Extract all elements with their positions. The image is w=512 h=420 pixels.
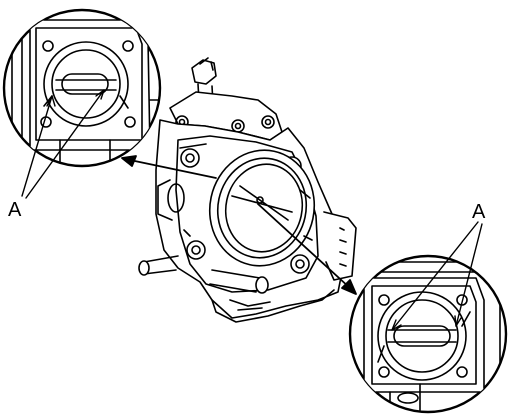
- right-label-leaders: [391, 221, 483, 331]
- right-pointer-arrow: [257, 203, 351, 289]
- right-detail-view: [350, 261, 501, 412]
- left-callout-label: A: [8, 199, 22, 221]
- right-arrowhead: [341, 279, 357, 295]
- left-pointer-arrow: [129, 159, 217, 179]
- left-detail-view: [11, 10, 160, 166]
- left-detail-callout: A: [2, 8, 162, 221]
- left-arrowhead: [121, 155, 137, 167]
- right-detail-callout: A: [348, 201, 508, 414]
- throttle-body: [138, 57, 357, 323]
- pointer-arrows: [121, 155, 357, 295]
- right-callout-label: A: [472, 201, 486, 223]
- left-label-leaders: [21, 89, 105, 199]
